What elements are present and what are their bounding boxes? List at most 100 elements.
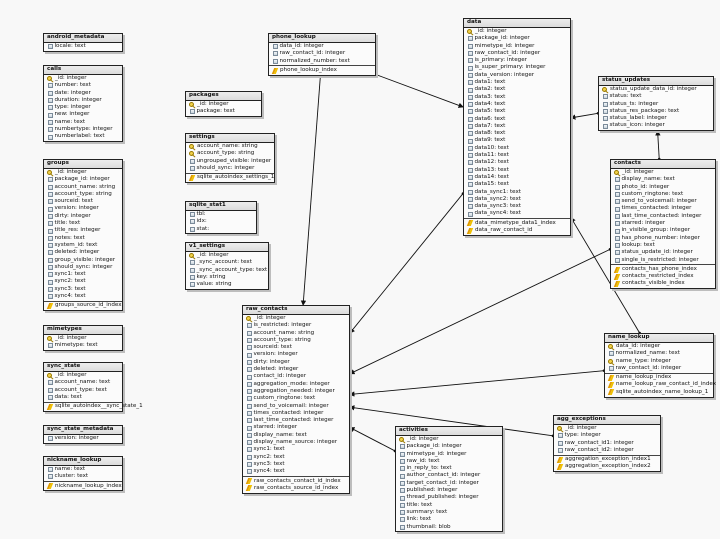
table-title[interactable]: android_metadata bbox=[44, 34, 122, 43]
index-row[interactable]: sqlite_autoindex_name_lookup_1 bbox=[605, 389, 713, 396]
column-row[interactable]: _sync_account_type: text bbox=[186, 267, 268, 274]
column-row[interactable]: account_name: text bbox=[44, 379, 122, 386]
column-row[interactable]: sourceid: text bbox=[44, 198, 122, 205]
index-row[interactable]: aggregation_exception_index1 bbox=[554, 456, 660, 463]
column-row[interactable]: _id: integer bbox=[464, 28, 570, 35]
column-row[interactable]: account_type: string bbox=[243, 337, 349, 344]
column-row[interactable]: in_visible_group: integer bbox=[611, 227, 715, 234]
column-row[interactable]: has_phone_number: integer bbox=[611, 235, 715, 242]
column-row[interactable]: last_time_contacted: integer bbox=[611, 213, 715, 220]
column-row[interactable]: thumbnail: blob bbox=[396, 524, 502, 531]
column-row[interactable]: data4: text bbox=[464, 101, 570, 108]
column-row[interactable]: name_type: integer bbox=[605, 358, 713, 365]
table-title[interactable]: agg_exceptions bbox=[554, 416, 660, 425]
column-row[interactable]: account_name: string bbox=[186, 143, 274, 150]
column-row[interactable]: raw_contact_id: integer bbox=[605, 365, 713, 372]
index-row[interactable]: contacts_restricted_index bbox=[611, 273, 715, 280]
index-row[interactable]: raw_contacts_source_id_index bbox=[243, 485, 349, 492]
column-row[interactable]: thread_published: integer bbox=[396, 494, 502, 501]
column-row[interactable]: dirty: integer bbox=[44, 213, 122, 220]
column-row[interactable]: contact_id: integer bbox=[243, 373, 349, 380]
table-title[interactable]: sqlite_stat1 bbox=[186, 202, 256, 211]
column-row[interactable]: account_name: string bbox=[243, 330, 349, 337]
column-row[interactable]: _id: integer bbox=[44, 169, 122, 176]
column-row[interactable]: times_contacted: integer bbox=[611, 205, 715, 212]
index-row[interactable]: aggregation_exception_index2 bbox=[554, 463, 660, 470]
column-row[interactable]: status_label: integer bbox=[599, 115, 713, 122]
column-row[interactable]: name: text bbox=[44, 466, 122, 473]
column-row[interactable]: _id: integer bbox=[186, 101, 261, 108]
column-row[interactable]: data14: text bbox=[464, 174, 570, 181]
index-row[interactable]: groups_source_id_index bbox=[44, 302, 122, 309]
column-row[interactable]: status: text bbox=[599, 93, 713, 100]
column-row[interactable]: link: text bbox=[396, 516, 502, 523]
column-row[interactable]: _id: integer bbox=[186, 252, 268, 259]
column-row[interactable]: last_time_contacted: integer bbox=[243, 417, 349, 424]
column-row[interactable]: data13: text bbox=[464, 167, 570, 174]
column-row[interactable]: _id: integer bbox=[243, 315, 349, 322]
table-title[interactable]: activities bbox=[396, 427, 502, 436]
column-row[interactable]: ungrouped_visible: integer bbox=[186, 158, 274, 165]
table-title[interactable]: packages bbox=[186, 92, 261, 101]
column-row[interactable]: sync3: text bbox=[44, 286, 122, 293]
index-row[interactable]: phone_lookup_index bbox=[269, 67, 375, 74]
column-row[interactable]: raw_contact_id: integer bbox=[269, 50, 375, 57]
column-row[interactable]: account_type: string bbox=[44, 191, 122, 198]
column-row[interactable]: account_name: string bbox=[44, 184, 122, 191]
index-row[interactable]: data_raw_contact_id bbox=[464, 227, 570, 234]
table-title[interactable]: phone_lookup bbox=[269, 34, 375, 43]
column-row[interactable]: cluster: text bbox=[44, 473, 122, 480]
column-row[interactable]: version: integer bbox=[44, 435, 122, 442]
column-row[interactable]: numberlabel: text bbox=[44, 133, 122, 140]
column-row[interactable]: duration: integer bbox=[44, 97, 122, 104]
column-row[interactable]: starred: integer bbox=[611, 220, 715, 227]
table-title[interactable]: mimetypes bbox=[44, 326, 122, 335]
column-row[interactable]: author_contact_id: integer bbox=[396, 472, 502, 479]
column-row[interactable]: custom_ringtone: text bbox=[611, 191, 715, 198]
table-title[interactable]: sync_state_metadata bbox=[44, 426, 122, 435]
column-row[interactable]: data10: text bbox=[464, 145, 570, 152]
column-row[interactable]: status_update_data_id: integer bbox=[599, 86, 713, 93]
table-title[interactable]: name_lookup bbox=[605, 334, 713, 343]
column-row[interactable]: data_sync3: text bbox=[464, 203, 570, 210]
column-row[interactable]: data15: text bbox=[464, 181, 570, 188]
column-row[interactable]: display_name_source: integer bbox=[243, 439, 349, 446]
column-row[interactable]: summary: text bbox=[396, 509, 502, 516]
index-row[interactable]: sqlite_autoindex__sync_state_1 bbox=[44, 403, 143, 410]
column-row[interactable]: new: integer bbox=[44, 111, 122, 118]
index-row[interactable]: data_mimetype_data1_index bbox=[464, 220, 570, 227]
column-row[interactable]: raw_contact_id1: integer bbox=[554, 440, 660, 447]
column-row[interactable]: data12: text bbox=[464, 159, 570, 166]
column-row[interactable]: status_ts: integer bbox=[599, 101, 713, 108]
column-row[interactable]: data8: text bbox=[464, 130, 570, 137]
column-row[interactable]: package_id: integer bbox=[396, 443, 502, 450]
column-row[interactable]: data_id: integer bbox=[269, 43, 375, 50]
column-row[interactable]: data7: text bbox=[464, 123, 570, 130]
column-row[interactable]: account_type: string bbox=[186, 150, 274, 157]
column-row[interactable]: deleted: integer bbox=[243, 366, 349, 373]
column-row[interactable]: status_res_package: text bbox=[599, 108, 713, 115]
column-row[interactable]: deleted: integer bbox=[44, 249, 122, 256]
column-row[interactable]: data1: text bbox=[464, 79, 570, 86]
column-row[interactable]: _id: integer bbox=[611, 169, 715, 176]
column-row[interactable]: single_is_restricted: integer bbox=[611, 257, 715, 264]
column-row[interactable]: data5: text bbox=[464, 108, 570, 115]
column-row[interactable]: package: text bbox=[186, 108, 261, 115]
column-row[interactable]: normalized_number: text bbox=[269, 58, 375, 65]
column-row[interactable]: data2: text bbox=[464, 86, 570, 93]
column-row[interactable]: sync1: text bbox=[243, 446, 349, 453]
table-v1-settings[interactable]: v1_settings_id: integer_sync_account: te… bbox=[185, 242, 269, 290]
column-row[interactable]: idx: bbox=[186, 218, 256, 225]
column-row[interactable]: data6: text bbox=[464, 116, 570, 123]
table-title[interactable]: nickname_lookup bbox=[44, 457, 122, 466]
column-row[interactable]: _id: integer bbox=[44, 75, 122, 82]
table-title[interactable]: v1_settings bbox=[186, 243, 268, 252]
column-row[interactable]: system_id: text bbox=[44, 242, 122, 249]
column-row[interactable]: stat: bbox=[186, 226, 256, 233]
